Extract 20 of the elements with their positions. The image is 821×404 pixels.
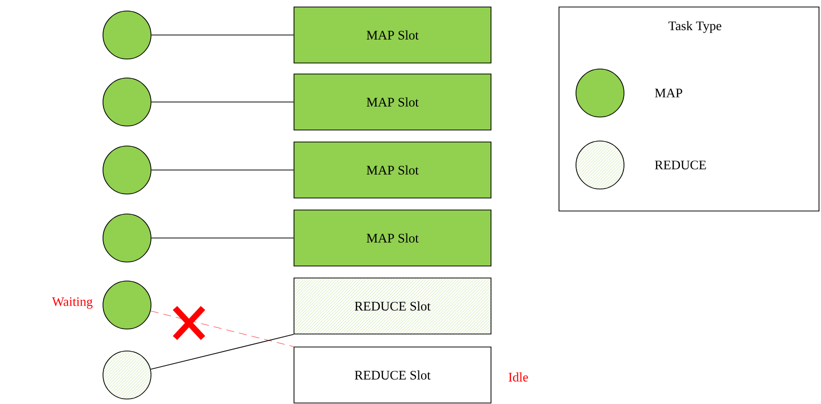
connector-line	[150, 310, 294, 347]
task-circle	[102, 146, 152, 194]
status-label: Idle	[508, 372, 528, 382]
task-circle	[102, 214, 152, 262]
connector-line	[150, 334, 294, 370]
task-circle	[102, 350, 152, 400]
slot-box: MAP Slot	[294, 210, 492, 266]
task-circle	[102, 10, 152, 60]
legend-text: MAP	[654, 88, 682, 98]
legend-text: REDUCE	[654, 160, 706, 170]
connector-line	[151, 34, 294, 36]
slot-box: MAP Slot	[294, 142, 492, 198]
slot-box: MAP Slot	[294, 6, 492, 64]
legend-title: Task Type	[668, 21, 722, 33]
slot-box: REDUCE Slot	[294, 346, 492, 404]
task-circle	[102, 78, 152, 126]
task-circle	[102, 280, 152, 330]
slot-box: MAP Slot	[294, 74, 492, 130]
status-label: Waiting	[52, 297, 93, 309]
slot-box: REDUCE Slot	[294, 278, 492, 334]
